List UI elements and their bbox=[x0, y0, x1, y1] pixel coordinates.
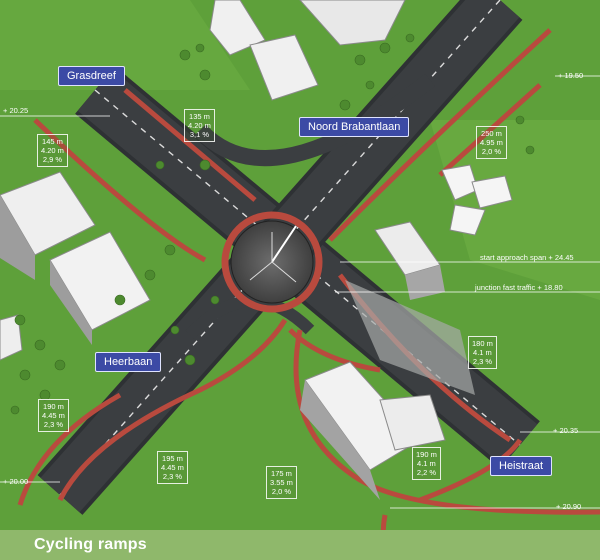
footer-title: Cycling ramps bbox=[34, 536, 147, 553]
ramp-info-box: 135 m 4.20 m 3,1 % bbox=[184, 109, 215, 142]
ramp-length: 180 m bbox=[472, 339, 493, 348]
ramp-info-box: 145 m 4.20 m 2,9 % bbox=[37, 134, 68, 167]
ramp-slope: 3,1 % bbox=[189, 130, 210, 139]
ramp-height: 4.1 m bbox=[473, 348, 492, 357]
footer-bar: Cycling ramps bbox=[0, 530, 600, 560]
ramp-slope: 2,3 % bbox=[472, 357, 493, 366]
ramp-height: 4.45 m bbox=[161, 463, 184, 472]
ramp-height: 4.45 m bbox=[42, 411, 65, 420]
ramp-info-box: 175 m 3.55 m 2,0 % bbox=[266, 466, 297, 499]
road-label-noord-brabantlaan: Noord Brabantlaan bbox=[299, 117, 410, 137]
road-label-grasdreef: Grasdreef bbox=[58, 66, 125, 86]
roundabout bbox=[221, 211, 323, 313]
trees bbox=[10, 33, 535, 415]
elevation-label-se: + 20.90 bbox=[556, 502, 582, 511]
ramp-slope: 2,2 % bbox=[416, 468, 437, 477]
field-ne bbox=[430, 120, 600, 300]
ramp-length: 190 m bbox=[43, 402, 64, 411]
ramp-info-box: 195 m 4.45 m 2,3 % bbox=[157, 451, 188, 484]
ramp-info-box: 180 m 4.1 m 2,3 % bbox=[468, 336, 497, 369]
elevation-label-approach-span: start approach span + 24.45 bbox=[480, 253, 574, 262]
ramp-info-box: 190 m 4.1 m 2,2 % bbox=[412, 447, 441, 480]
ramp-height: 4.20 m bbox=[41, 146, 64, 155]
ramp-info-box: 190 m 4.45 m 2,3 % bbox=[38, 399, 69, 432]
road-label-heerbaan: Heerbaan bbox=[95, 352, 162, 372]
ramp-height: 3.55 m bbox=[270, 478, 293, 487]
ramp-length: 195 m bbox=[162, 454, 183, 463]
ramp-slope: 2,3 % bbox=[162, 472, 183, 481]
ramp-length: 175 m bbox=[271, 469, 292, 478]
site-plan-drawing bbox=[0, 0, 600, 530]
elevation-label-junction-fast-traffic: junction fast traffic + 18.80 bbox=[475, 283, 563, 292]
ramp-length: 145 m bbox=[42, 137, 63, 146]
ramp-height: 4.20 m bbox=[188, 121, 211, 130]
elevation-label-e: + 20.35 bbox=[553, 426, 579, 435]
ramp-length: 190 m bbox=[416, 450, 437, 459]
ramp-height: 4.1 m bbox=[417, 459, 436, 468]
leader-lines bbox=[0, 75, 600, 509]
elevation-label-ne: + 19.50 bbox=[558, 71, 584, 80]
ramp-height: 4.95 m bbox=[480, 138, 503, 147]
ramp-info-box: 250 m 4.95 m 2,0 % bbox=[476, 126, 507, 159]
ramp-slope: 2,3 % bbox=[43, 420, 64, 429]
elevation-label-nw: + 20.25 bbox=[3, 106, 29, 115]
ramp-slope: 2,0 % bbox=[271, 487, 292, 496]
road-label-heistraat: Heistraat bbox=[490, 456, 553, 476]
buildings bbox=[0, 0, 513, 500]
parking-area bbox=[345, 280, 475, 395]
ramp-slope: 2,0 % bbox=[481, 147, 502, 156]
slip-road-north bbox=[194, 73, 435, 167]
ramp-length: 135 m bbox=[189, 112, 210, 121]
elevation-label-sw: + 20.00 bbox=[3, 477, 29, 486]
ramp-slope: 2,9 % bbox=[42, 155, 63, 164]
ramp-length: 250 m bbox=[481, 129, 502, 138]
